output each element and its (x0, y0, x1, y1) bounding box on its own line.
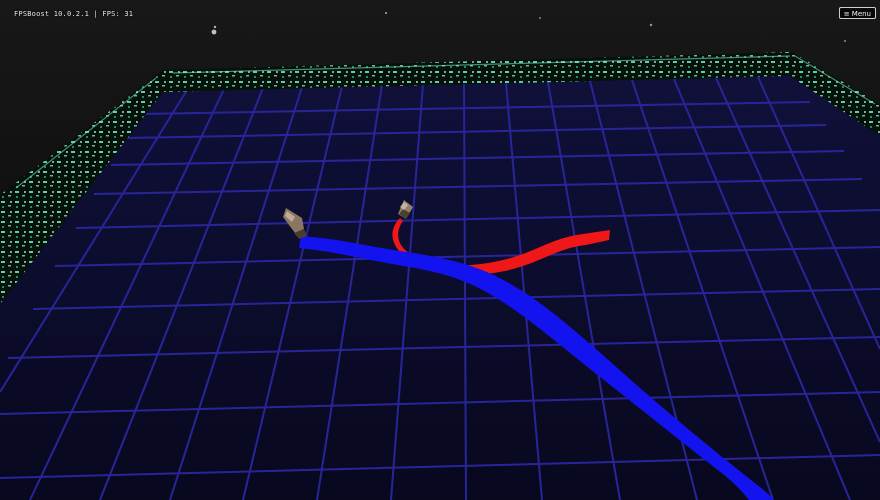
arena-right-wall (790, 52, 880, 136)
hud-status-text: FPSBoost 10.0.2.1 | FPS: 31 (14, 10, 134, 18)
red-snake-trail[interactable] (392, 218, 610, 275)
wall-highlights (15, 55, 876, 189)
arena-back-wall (163, 52, 792, 92)
arena-left-wall (0, 70, 163, 304)
stars (211, 12, 846, 42)
blue-snake-trail[interactable] (299, 236, 774, 500)
red-player-avatar[interactable] (398, 200, 413, 219)
arena-floor (0, 76, 880, 500)
floor-grid (0, 76, 880, 500)
blue-player-avatar[interactable] (283, 208, 307, 239)
menu-button[interactable]: ≡ Menu (838, 7, 876, 19)
